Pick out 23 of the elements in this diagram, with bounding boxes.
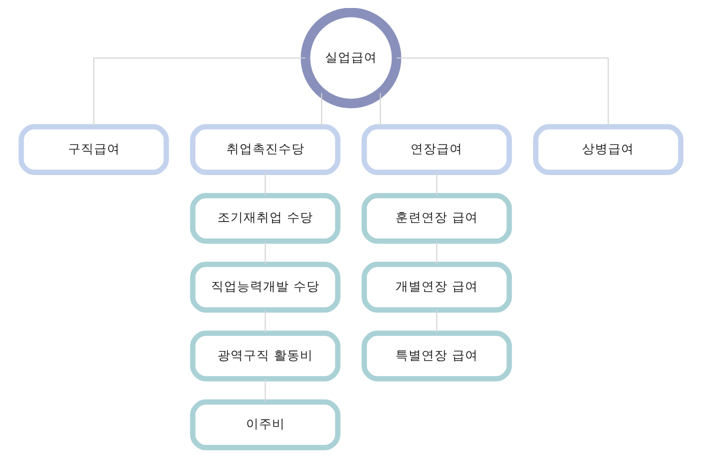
node-box: 조기재취업 수당 bbox=[190, 192, 340, 244]
connector bbox=[264, 378, 266, 402]
node-box: 이주비 bbox=[190, 399, 340, 450]
connector bbox=[379, 93, 380, 127]
connector bbox=[396, 57, 608, 126]
node-box: 특별연장 급여 bbox=[361, 330, 512, 382]
connector bbox=[436, 310, 437, 333]
connector bbox=[436, 172, 437, 196]
connector bbox=[320, 93, 322, 127]
node-box: 연장급여 bbox=[361, 124, 512, 175]
node-box: 직업능력개발 수당 bbox=[190, 262, 340, 313]
connector bbox=[264, 172, 266, 196]
node-box: 광역구직 활동비 bbox=[190, 330, 340, 382]
node-box: 상병급여 bbox=[532, 124, 683, 175]
connector bbox=[264, 241, 266, 264]
node-box: 취업촉진수당 bbox=[190, 124, 340, 175]
connector bbox=[264, 310, 266, 333]
connector bbox=[436, 241, 437, 264]
connector bbox=[92, 57, 305, 126]
node-box: 개별연장 급여 bbox=[361, 262, 512, 313]
node-box: 구직급여 bbox=[18, 124, 168, 175]
node-circle: 실업급여 bbox=[300, 8, 401, 108]
node-box: 훈련연장 급여 bbox=[361, 192, 512, 244]
